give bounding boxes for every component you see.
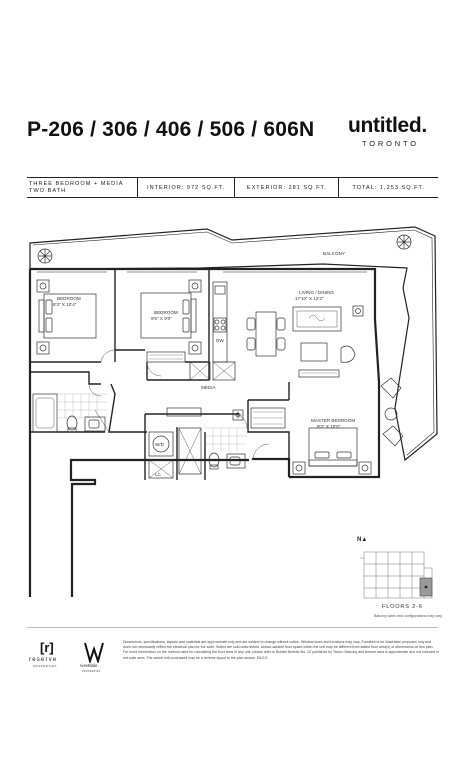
- north-label: N: [357, 537, 362, 543]
- windows: [37, 268, 367, 273]
- reserve-name: reserve: [29, 657, 58, 663]
- exterior-area: EXTERIOR: 281 SQ.FT.: [234, 178, 338, 197]
- washer-dryer-label: W/D: [155, 442, 165, 447]
- bedroom-1-dim: 8'3" X 10'4": [53, 302, 77, 307]
- kitchen: [189, 281, 236, 381]
- interior-area: INTERIOR: 972 SQ.FT.: [136, 178, 235, 197]
- total-area: TOTAL: 1,253 SQ.FT.: [338, 178, 438, 197]
- bathroom-2-tiles: [205, 427, 247, 452]
- unit-title: P-206 / 306 / 406 / 506 / 606N: [27, 118, 315, 141]
- north-arrow-icon: ▲: [361, 537, 368, 543]
- key-plan: [360, 551, 433, 599]
- master-bedroom: [250, 407, 372, 475]
- dining-table: [246, 311, 286, 357]
- bathroom-1: [32, 393, 106, 433]
- balcony-label: BALCONY: [323, 251, 345, 256]
- bedroom-1: [36, 279, 97, 355]
- balcony-furniture: [380, 377, 404, 447]
- footer-divider: [27, 627, 438, 628]
- floors-label: FLOORS 2-6: [382, 604, 423, 610]
- balcony: [29, 226, 438, 462]
- balcony-note: Balcony sizes and configurations may var…: [374, 614, 443, 618]
- bedroom-2-label: BEDROOM: [154, 310, 178, 315]
- master-bedroom-dim: 9'3" X 10'0": [317, 424, 341, 429]
- living-dining-label: LIVING / DINING: [299, 290, 334, 295]
- floor-plan: BEDROOM 8'3" X 10'4" BEDROOM 9'5" X 9'0"…: [28, 226, 438, 597]
- bedroom-2: [140, 279, 202, 363]
- north-indicator: N▲: [357, 537, 367, 543]
- unit-type-line1: THREE BEDROOM + MEDIA: [29, 180, 124, 187]
- spec-bar: THREE BEDROOM + MEDIA TWO BATH INTERIOR:…: [27, 177, 438, 198]
- master-bedroom-label: MASTER BEDROOM: [311, 418, 355, 423]
- westdale-logo-icon: [84, 642, 104, 663]
- brand-city: TORONTO: [362, 139, 419, 148]
- unit-type-line2: TWO BATH: [29, 187, 67, 194]
- bathroom-2: [178, 427, 246, 475]
- reserve-logo: [r]: [40, 640, 54, 655]
- disclaimer: Dimensions, specifications, layouts and …: [123, 640, 439, 660]
- brand-logo: untitled.: [348, 114, 427, 137]
- unit-type: THREE BEDROOM + MEDIA TWO BATH: [27, 178, 137, 197]
- media-room: [166, 407, 244, 421]
- dishwasher-label: DW: [216, 338, 224, 343]
- bedroom-1-label: BEDROOM: [57, 296, 81, 301]
- plant-icon: [37, 234, 412, 264]
- bedroom-2-dim: 9'5" X 9'0": [151, 316, 172, 321]
- westdale-sub: PROPERTIES: [82, 670, 101, 673]
- westdale-name: westdale: [80, 664, 98, 669]
- reserve-sub: PROPERTIES: [33, 664, 57, 668]
- laundry: [148, 431, 174, 479]
- living-dining-dim: 17'10" X 12'3": [295, 296, 324, 301]
- interior-walls: [30, 269, 290, 480]
- bathroom-1-tiles: [57, 393, 107, 419]
- linen-closet-label: LC: [155, 472, 162, 477]
- living-room: [292, 305, 364, 378]
- media-label: MEDIA: [201, 385, 216, 390]
